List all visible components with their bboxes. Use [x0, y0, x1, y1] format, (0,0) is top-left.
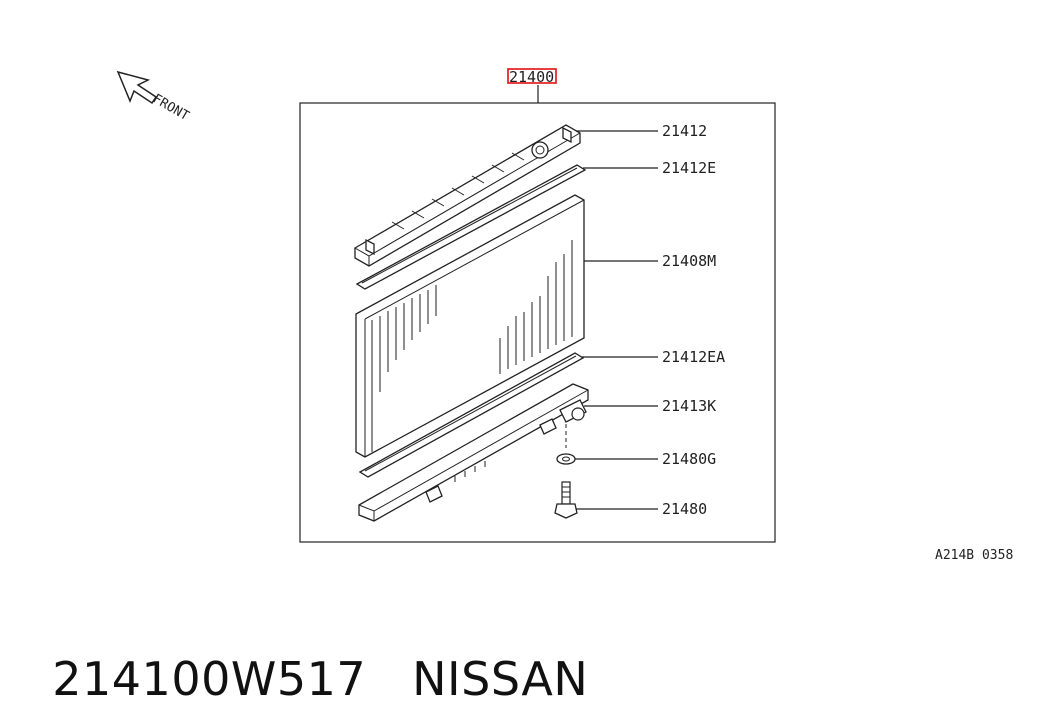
lower-gasket	[358, 352, 585, 478]
lower-tank	[358, 383, 589, 522]
footer-brand: NISSAN	[412, 652, 589, 706]
parts-diagram: FRONT 21400	[116, 68, 1013, 563]
callout-21412[interactable]: 21412	[662, 122, 707, 140]
callout-21413K[interactable]: 21413K	[662, 397, 716, 415]
callout-21412EA[interactable]: 21412EA	[662, 348, 725, 366]
radiator-core	[355, 194, 585, 458]
callout-21480[interactable]: 21480	[662, 500, 707, 518]
assembly-part-number[interactable]: 21400	[509, 68, 554, 86]
assembly-highlight-box	[507, 68, 557, 84]
diagram-code: A214B 0358	[935, 548, 1013, 563]
drain-washer	[556, 453, 576, 465]
front-arrow-icon	[116, 70, 158, 105]
callout-21412E[interactable]: 21412E	[662, 159, 716, 177]
footer-part-number: 214100W517	[52, 652, 367, 706]
callout-21408M[interactable]: 21408M	[662, 252, 716, 270]
callout-21480G[interactable]: 21480G	[662, 450, 716, 468]
upper-tank	[354, 124, 581, 267]
diagram-frame	[299, 102, 776, 543]
front-label: FRONT	[150, 91, 192, 124]
drain-plug	[554, 481, 578, 519]
footer-title: 214100W517 NISSAN	[22, 598, 588, 706]
upper-gasket	[355, 164, 587, 290]
